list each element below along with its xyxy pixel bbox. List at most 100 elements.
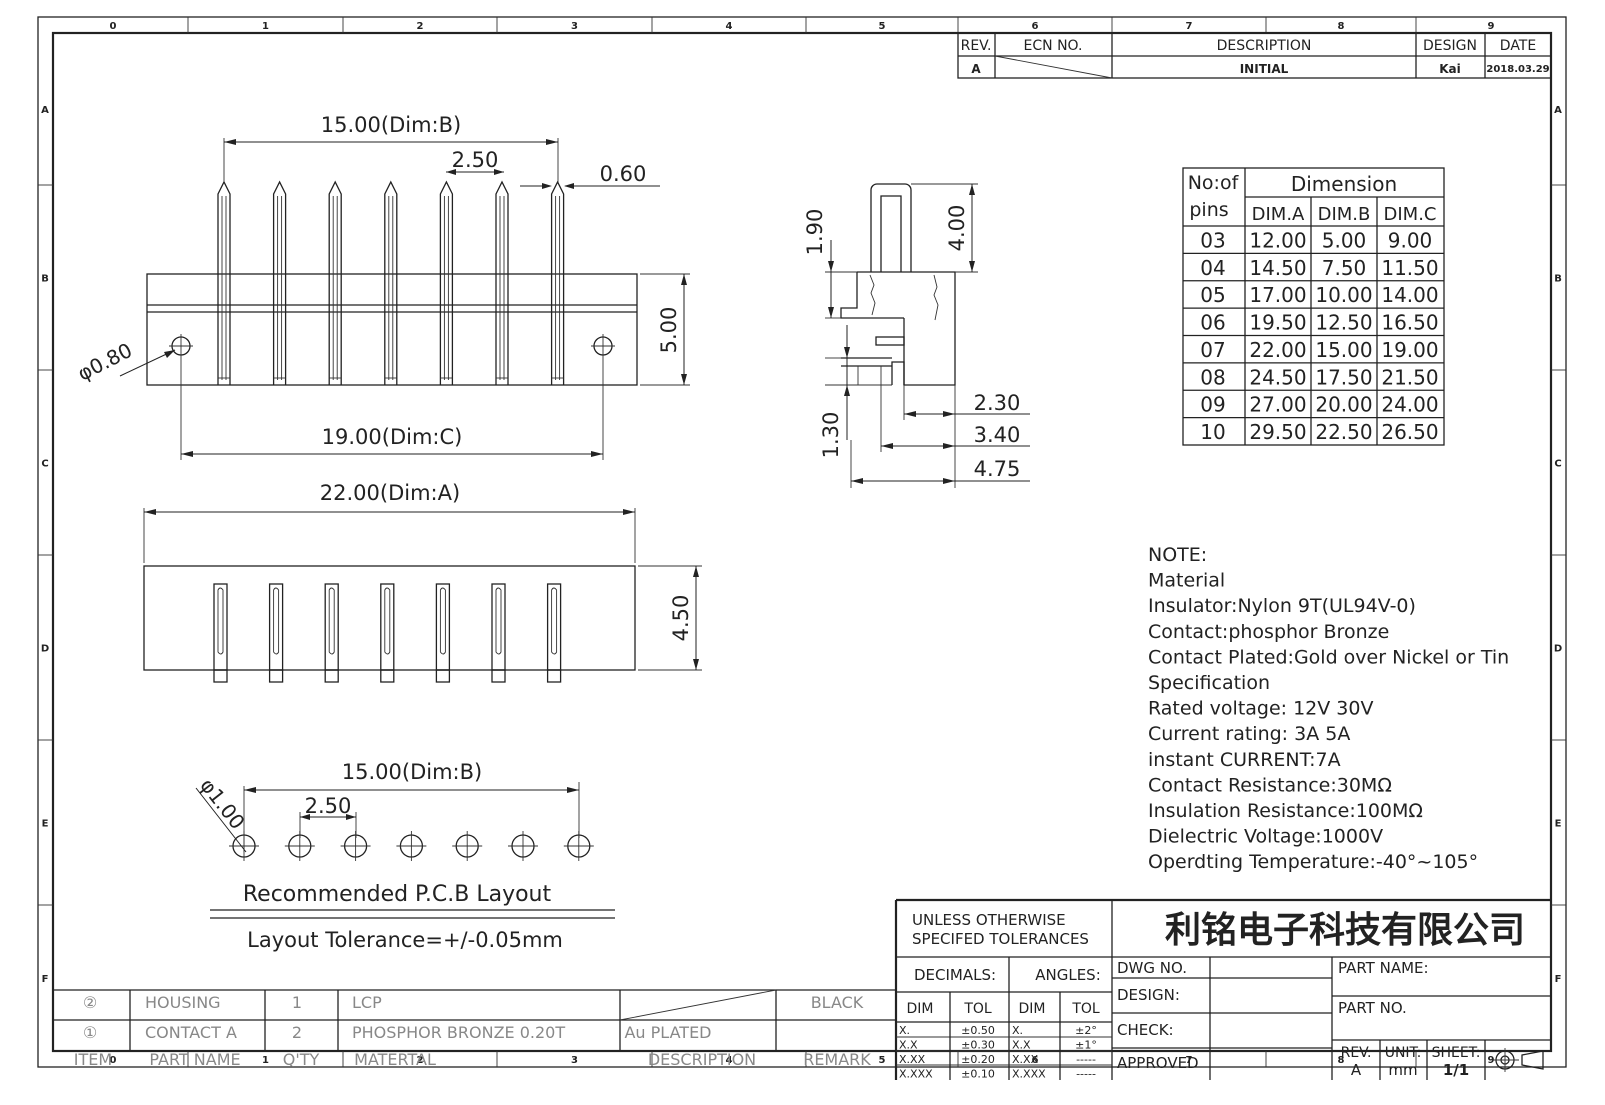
contact-slot bbox=[491, 583, 506, 683]
frame-col-bottom: 4 bbox=[726, 1055, 733, 1066]
contact-pin bbox=[384, 180, 398, 385]
pcb-hole bbox=[452, 831, 483, 861]
unit-value: mm bbox=[1388, 1061, 1417, 1079]
frame-row-left: D bbox=[41, 644, 49, 655]
note-line: Insulator:Nylon 9T(UL94V-0) bbox=[1148, 595, 1416, 617]
frame-col-bottom: 5 bbox=[879, 1055, 886, 1066]
note-line: Specification bbox=[1148, 672, 1270, 694]
angle-dim: X.X bbox=[1012, 1039, 1031, 1052]
approved-label: APPROVED bbox=[1117, 1054, 1199, 1072]
angle-dim: X.XXX bbox=[1012, 1068, 1046, 1081]
frame-col-bottom: 9 bbox=[1488, 1055, 1495, 1066]
hole-dia-label: φ0.80 bbox=[74, 338, 136, 386]
frame-row-right: D bbox=[1554, 644, 1562, 655]
dimension-table-cell: 11.50 bbox=[1381, 256, 1438, 280]
tol-line-1: UNLESS OTHERWISE bbox=[912, 911, 1066, 929]
note-line: NOTE: bbox=[1148, 544, 1207, 566]
dim-a-label: 22.00(Dim:A) bbox=[320, 481, 460, 505]
frame-row-right: E bbox=[1555, 819, 1562, 830]
part-name-label: PART NAME: bbox=[1338, 959, 1429, 977]
design-label: DESIGN: bbox=[1117, 986, 1180, 1004]
side-view: 4.00 1.90 1.30 2.30 3.40 4.75 bbox=[803, 183, 1030, 488]
bom-cell: 2 bbox=[292, 1023, 302, 1042]
note-line: Contact:phosphor Bronze bbox=[1148, 621, 1389, 643]
rev-value: A bbox=[971, 62, 981, 76]
bom-remark-header: REMARK bbox=[803, 1050, 871, 1069]
angle-tol: ----- bbox=[1076, 1068, 1096, 1081]
bom-qty-header: Q'TY bbox=[283, 1050, 320, 1069]
frame-ticks bbox=[38, 17, 1566, 1067]
dimension-table-cell: 19.00 bbox=[1381, 338, 1438, 362]
decimal-tol: ±0.30 bbox=[961, 1039, 995, 1052]
dec-tol-header: TOL bbox=[963, 1001, 992, 1017]
bom-cell: ① bbox=[83, 1023, 97, 1042]
check-label: CHECK: bbox=[1117, 1021, 1174, 1039]
frame-col-top: 7 bbox=[1186, 21, 1193, 32]
note-line: Contact Plated:Gold over Nickel or Tin bbox=[1148, 646, 1509, 668]
decimal-tol: ±0.50 bbox=[961, 1024, 995, 1037]
dimension-table-cell: 12.00 bbox=[1249, 228, 1306, 252]
dimension-table-cell: 06 bbox=[1200, 311, 1225, 335]
bom-part-header: PART NAME bbox=[149, 1050, 240, 1069]
frame-col-bottom: 6 bbox=[1032, 1055, 1039, 1066]
date-value: 2018.03.29 bbox=[1486, 64, 1549, 75]
pcb-layout: 15.00(Dim:B) 2.50 φ1.00 Recommended P.C.… bbox=[195, 760, 615, 952]
ecn-header: ECN NO. bbox=[1024, 38, 1083, 54]
frame-col-bottom: 1 bbox=[262, 1055, 269, 1066]
contact-slot bbox=[213, 583, 228, 683]
pcb-layout-title: Recommended P.C.B Layout bbox=[243, 882, 552, 907]
dim-b-header: DIM.B bbox=[1318, 204, 1371, 225]
contact-slot bbox=[435, 583, 451, 683]
frame-col-bottom: 3 bbox=[571, 1055, 578, 1066]
contact-slot bbox=[380, 583, 395, 683]
dim-c-label: 19.00(Dim:C) bbox=[322, 425, 463, 449]
layout-tolerance: Layout Tolerance=+/-0.05mm bbox=[247, 928, 563, 952]
dimension-table-cell: 04 bbox=[1200, 256, 1225, 280]
front-view: 22.00(Dim:A) 4.50 bbox=[143, 481, 702, 683]
frame-row-right: F bbox=[1555, 974, 1562, 985]
contact-slot bbox=[546, 583, 562, 683]
top-view: 15.00(Dim:B) 2.50 0.60 φ0.80 5.00 19.00(… bbox=[74, 113, 690, 460]
contact-pin bbox=[439, 180, 454, 385]
contact-pin bbox=[272, 180, 287, 385]
bom-cell: PHOSPHOR BRONZE 0.20T bbox=[352, 1023, 565, 1042]
note-line: Contact Resistance:30MΩ bbox=[1148, 774, 1392, 796]
pins-header-bottom: pins bbox=[1189, 199, 1228, 221]
angle-dim: X.XX bbox=[1012, 1053, 1039, 1066]
bom-cell: BLACK bbox=[811, 993, 864, 1012]
frame-row-right: A bbox=[1554, 105, 1562, 116]
decimal-dim: X.XXX bbox=[899, 1068, 933, 1081]
dimension-table-cell: 19.50 bbox=[1249, 311, 1306, 335]
company-name: 利铭电子科技有限公司 bbox=[1165, 910, 1525, 951]
note-line: Current rating: 3A 5A bbox=[1148, 723, 1350, 745]
dim-a-header: DIM.A bbox=[1252, 204, 1305, 225]
lower-label: 1.30 bbox=[819, 412, 843, 459]
pin-top-label: 4.00 bbox=[945, 205, 969, 252]
contact-pin bbox=[328, 180, 342, 385]
dwg-no-label: DWG NO. bbox=[1117, 959, 1187, 977]
note-line: Dielectric Voltage:1000V bbox=[1148, 826, 1383, 848]
title-block: UNLESS OTHERWISE SPECIFED TOLERANCES DEC… bbox=[894, 898, 1551, 1081]
bom-cell: Au PLATED bbox=[624, 1023, 711, 1042]
decimal-dim: X.XX bbox=[899, 1053, 926, 1066]
sheet-value: 1/1 bbox=[1443, 1061, 1469, 1079]
dimension-table-cell: 10.00 bbox=[1315, 283, 1372, 307]
frame-col-bottom: 8 bbox=[1338, 1055, 1345, 1066]
bom-description-header: DESCRIPTION bbox=[648, 1050, 756, 1069]
frame-row-right: C bbox=[1554, 459, 1561, 470]
angle-dim: X. bbox=[1012, 1024, 1023, 1037]
dim-c-header: DIM.C bbox=[1384, 204, 1437, 225]
decimals-label: DECIMALS: bbox=[914, 966, 996, 984]
dimension-table-cell: 07 bbox=[1200, 338, 1225, 362]
frame-col-top: 8 bbox=[1338, 21, 1345, 32]
dimension-table-grid bbox=[1183, 252, 1444, 419]
bom-cell: HOUSING bbox=[145, 993, 221, 1012]
pcb-hole-dia-label: φ1.00 bbox=[195, 774, 249, 834]
description-header: DESCRIPTION bbox=[1217, 38, 1312, 54]
note-line: Operdting Temperature:-40°~105° bbox=[1148, 851, 1478, 873]
